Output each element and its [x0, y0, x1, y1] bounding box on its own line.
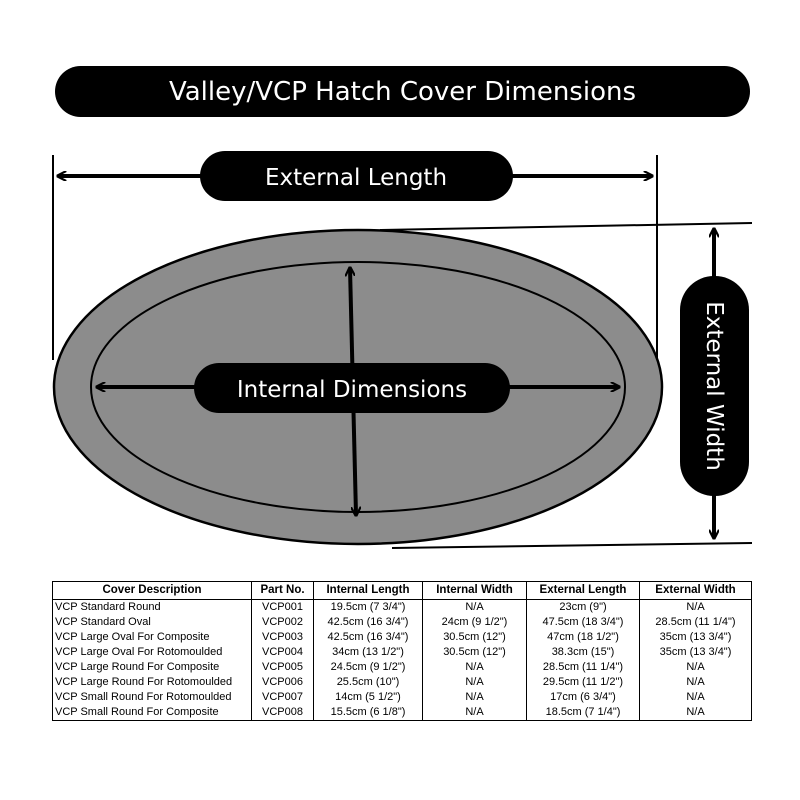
table-row: VCP Standard Round VCP001 19.5cm (7 3/4"… — [52, 599, 752, 615]
table-row: VCP Small Round For Rotomoulded VCP007 1… — [52, 690, 752, 705]
header-internal-length: Internal Length — [313, 581, 423, 600]
hatch-cover-diagram: External Length Internal Dimensions Exte… — [52, 151, 753, 549]
cell-part-no: VCP007 — [251, 690, 314, 705]
cell-part-no: VCP006 — [251, 675, 314, 690]
cell-part-no: VCP001 — [251, 599, 314, 615]
cell-internal-width: N/A — [422, 675, 527, 690]
external-width-label-pill — [680, 276, 749, 496]
table-row: VCP Large Round For Rotomoulded VCP006 2… — [52, 675, 752, 690]
cell-external-width: 28.5cm (11 1/4") — [639, 615, 752, 630]
cell-internal-length: 42.5cm (16 3/4") — [313, 630, 423, 645]
dimensions-table: Cover Description Part No. Internal Leng… — [52, 581, 752, 721]
cell-part-no: VCP003 — [251, 630, 314, 645]
table-header-row: Cover Description Part No. Internal Leng… — [52, 581, 752, 600]
cell-internal-width: 30.5cm (12") — [422, 645, 527, 660]
cell-internal-length: 25.5cm (10") — [313, 675, 423, 690]
cell-description: VCP Small Round For Rotomoulded — [52, 690, 252, 705]
cell-external-length: 18.5cm (7 1/4") — [526, 705, 640, 721]
cell-internal-width: N/A — [422, 660, 527, 675]
header-external-length: External Length — [526, 581, 640, 600]
internal-dimensions-label: Internal Dimensions — [237, 377, 467, 403]
cell-external-width: N/A — [639, 705, 752, 721]
cell-part-no: VCP002 — [251, 615, 314, 630]
title-banner: Valley/VCP Hatch Cover Dimensions — [55, 66, 750, 117]
external-width-label: External Width — [701, 301, 727, 471]
cell-description: VCP Standard Oval — [52, 615, 252, 630]
external-length-label: External Length — [265, 165, 447, 191]
diagram-title: Valley/VCP Hatch Cover Dimensions — [168, 76, 637, 107]
cell-external-length: 38.3cm (15") — [526, 645, 640, 660]
cell-external-length: 28.5cm (11 1/4") — [526, 660, 640, 675]
cell-external-length: 29.5cm (11 1/2") — [526, 675, 640, 690]
cell-internal-length: 34cm (13 1/2") — [313, 645, 423, 660]
table-row: VCP Small Round For Composite VCP008 15.… — [52, 705, 752, 721]
cell-external-width: N/A — [639, 660, 752, 675]
cell-part-no: VCP005 — [251, 660, 314, 675]
cell-internal-width: 30.5cm (12") — [422, 630, 527, 645]
cell-description: VCP Large Round For Composite — [52, 660, 252, 675]
cell-external-width: N/A — [639, 599, 752, 615]
cell-part-no: VCP004 — [251, 645, 314, 660]
external-width-top-extension-line — [379, 222, 753, 231]
cell-external-width: N/A — [639, 690, 752, 705]
cell-external-length: 47.5cm (18 3/4") — [526, 615, 640, 630]
cell-internal-width: 24cm (9 1/2") — [422, 615, 527, 630]
cell-internal-width: N/A — [422, 705, 527, 721]
cell-external-length: 47cm (18 1/2") — [526, 630, 640, 645]
cell-internal-width: N/A — [422, 690, 527, 705]
cell-external-length: 23cm (9") — [526, 599, 640, 615]
table-row: VCP Standard Oval VCP002 42.5cm (16 3/4"… — [52, 615, 752, 630]
external-length-label-pill — [200, 151, 513, 201]
cell-external-length: 17cm (6 3/4") — [526, 690, 640, 705]
cell-internal-length: 24.5cm (9 1/2") — [313, 660, 423, 675]
cell-description: VCP Small Round For Composite — [52, 705, 252, 721]
cell-internal-length: 19.5cm (7 3/4") — [313, 599, 423, 615]
cell-internal-width: N/A — [422, 599, 527, 615]
header-internal-width: Internal Width — [422, 581, 527, 600]
cell-part-no: VCP008 — [251, 705, 314, 721]
cell-external-width: 35cm (13 3/4") — [639, 645, 752, 660]
header-cover-description: Cover Description — [52, 581, 252, 600]
external-width-bottom-extension-line — [391, 542, 753, 549]
cell-description: VCP Large Round For Rotomoulded — [52, 675, 252, 690]
table-row: VCP Large Oval For Rotomoulded VCP004 34… — [52, 645, 752, 660]
table-row: VCP Large Oval For Composite VCP003 42.5… — [52, 630, 752, 645]
cell-internal-length: 14cm (5 1/2") — [313, 690, 423, 705]
cell-description: VCP Standard Round — [52, 599, 252, 615]
cell-description: VCP Large Oval For Composite — [52, 630, 252, 645]
internal-dimensions-label-pill — [194, 363, 510, 413]
table-row: VCP Large Round For Composite VCP005 24.… — [52, 660, 752, 675]
header-part-no: Part No. — [251, 581, 314, 600]
cell-internal-length: 15.5cm (6 1/8") — [313, 705, 423, 721]
cell-external-width: N/A — [639, 675, 752, 690]
cell-external-width: 35cm (13 3/4") — [639, 630, 752, 645]
cell-internal-length: 42.5cm (16 3/4") — [313, 615, 423, 630]
cell-description: VCP Large Oval For Rotomoulded — [52, 645, 252, 660]
header-external-width: External Width — [639, 581, 752, 600]
